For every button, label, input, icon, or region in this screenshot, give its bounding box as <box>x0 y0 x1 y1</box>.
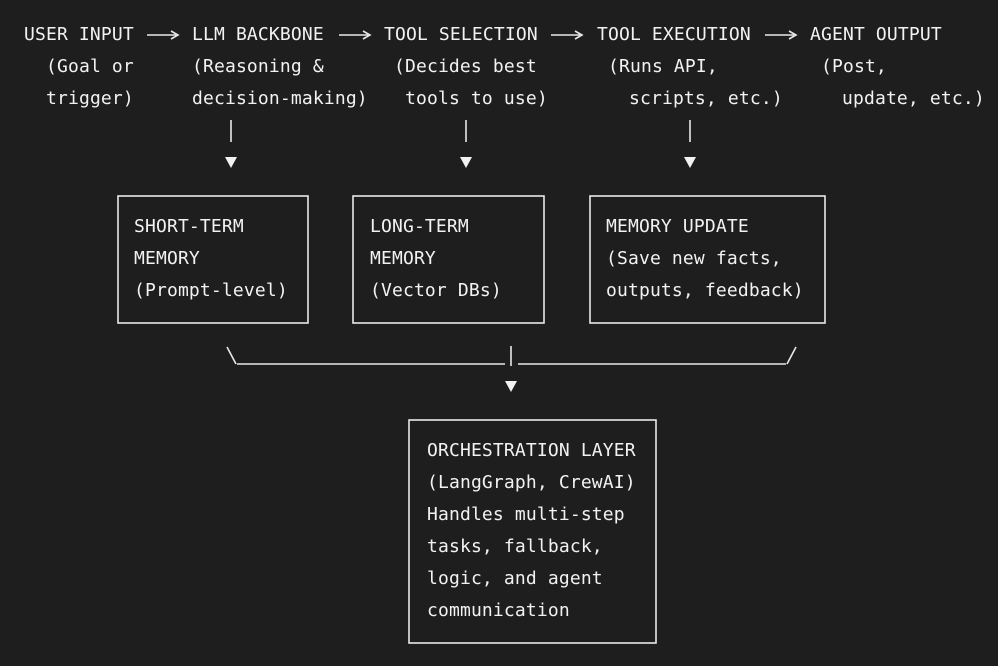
step-llm-backbone-desc-2: decision-making) <box>192 88 368 109</box>
merge-slash-left <box>226 346 237 365</box>
orchestration-line-3: Handles multi-step <box>427 504 625 525</box>
merge-down-arrow <box>505 381 517 392</box>
orchestration-line-2: (LangGraph, CrewAI) <box>427 472 636 493</box>
long-term-box-frame <box>352 195 545 324</box>
short-term-memory-line-3: (Prompt-level) <box>134 280 288 301</box>
drop-arrow-memory-update <box>684 157 696 168</box>
step-llm-backbone-title: LLM BACKBONE <box>192 24 324 45</box>
drop-arrow-long-term <box>460 157 472 168</box>
step-tool-execution-desc-1: (Runs API, <box>608 56 718 77</box>
memory-update-box-frame <box>589 195 826 324</box>
flow-arrowhead-3 <box>574 30 584 40</box>
flow-arrowhead-4 <box>788 30 798 40</box>
long-term-memory-line-2: MEMORY <box>370 248 436 269</box>
step-tool-execution-desc-2: scripts, etc.) <box>629 88 783 109</box>
step-agent-output-title: AGENT OUTPUT <box>810 24 942 45</box>
step-tool-selection-desc-2: tools to use) <box>405 88 548 109</box>
orchestration-line-1: ORCHESTRATION LAYER <box>427 440 636 461</box>
flow-arrowhead-1 <box>170 30 180 40</box>
memory-update-line-3: outputs, feedback) <box>606 280 804 301</box>
flow-arrowhead-2 <box>362 30 372 40</box>
step-agent-output-desc-1: (Post, <box>821 56 887 77</box>
long-term-memory-line-1: LONG-TERM <box>370 216 469 237</box>
step-user-input-title: USER INPUT <box>24 24 134 45</box>
step-agent-output-desc-2: update, etc.) <box>842 88 985 109</box>
merge-slash-right <box>786 346 797 365</box>
step-user-input-desc-1: (Goal or <box>46 56 134 77</box>
orchestration-box-frame <box>408 419 657 644</box>
step-tool-selection-title: TOOL SELECTION <box>384 24 538 45</box>
step-tool-execution-title: TOOL EXECUTION <box>597 24 751 45</box>
short-term-box-frame <box>117 195 309 324</box>
step-tool-selection-desc-1: (Decides best <box>394 56 537 77</box>
memory-update-line-1: MEMORY UPDATE <box>606 216 749 237</box>
drop-arrow-short-term <box>225 157 237 168</box>
short-term-memory-line-1: SHORT-TERM <box>134 216 244 237</box>
orchestration-line-5: logic, and agent <box>427 568 603 589</box>
step-llm-backbone-desc-1: (Reasoning & <box>192 56 324 77</box>
short-term-memory-line-2: MEMORY <box>134 248 200 269</box>
orchestration-line-4: tasks, fallback, <box>427 536 603 557</box>
step-user-input-desc-2: trigger) <box>46 88 134 109</box>
memory-update-line-2: (Save new facts, <box>606 248 782 269</box>
long-term-memory-line-3: (Vector DBs) <box>370 280 502 301</box>
orchestration-line-6: communication <box>427 600 570 621</box>
